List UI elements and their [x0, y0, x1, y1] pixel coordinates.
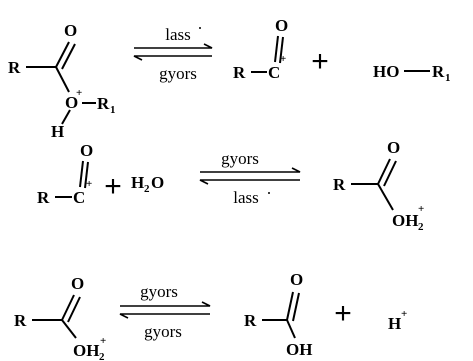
plus-sign: + — [334, 297, 352, 330]
r-group: R — [8, 58, 21, 77]
double-bond — [286, 291, 294, 321]
bond — [61, 109, 71, 125]
hydroxyl: HO — [373, 62, 399, 81]
hydrogen: H — [131, 173, 144, 192]
acylium-ion: R C O + — [37, 141, 93, 207]
r-group: R — [14, 311, 27, 330]
oxygen: O — [80, 141, 93, 160]
protonated-acid: R O OH 2 + — [14, 274, 106, 361]
r-group: R — [244, 311, 257, 330]
h2-subscript: 2 — [144, 183, 150, 195]
forward-arrow — [200, 167, 301, 173]
arrow-label-top: lass — [165, 25, 191, 44]
r-group: R — [233, 63, 246, 82]
carbonyl-oxygen: O — [64, 21, 77, 40]
forward-arrow — [134, 43, 213, 49]
carbon: C — [73, 188, 85, 207]
hydroxyl: OH — [392, 211, 418, 230]
double-bond — [292, 292, 300, 322]
dot-mark — [199, 27, 201, 29]
arrow-label-top: gyors — [140, 282, 178, 301]
carbonyl-oxygen: O — [290, 270, 303, 289]
reaction-1: R O O + R 1 H lass gyors R C — [8, 16, 451, 141]
plus-sign: + — [104, 170, 122, 203]
bond — [286, 319, 296, 339]
h2-subscript: 2 — [418, 221, 424, 233]
double-bond — [279, 36, 284, 64]
positive-charge: + — [418, 203, 424, 215]
h2-subscript: 2 — [99, 351, 105, 361]
arrow-label-top: gyors — [221, 149, 259, 168]
positive-charge: + — [280, 53, 286, 65]
protonated-ester: R O O + R 1 H — [8, 21, 116, 141]
positive-charge: + — [76, 87, 82, 99]
oxygen: O — [151, 173, 164, 192]
oxygen: O — [275, 16, 288, 35]
double-bond — [377, 158, 391, 185]
double-bond — [67, 296, 81, 323]
carbonyl-oxygen: O — [71, 274, 84, 293]
double-bond — [84, 161, 89, 189]
bond — [61, 319, 77, 339]
double-bond — [61, 294, 75, 321]
equilibrium-arrow: lass gyors — [133, 25, 213, 83]
double-bond — [61, 43, 76, 70]
r-group: R — [333, 175, 346, 194]
alcohol: HO R 1 — [373, 62, 451, 84]
bond — [377, 183, 394, 211]
double-bond — [383, 160, 397, 187]
positive-charge: + — [86, 178, 92, 190]
hydrogen: H — [388, 314, 401, 333]
protonated-acid: R O OH 2 + — [333, 138, 424, 233]
double-bond — [79, 160, 84, 188]
arrow-label-bottom: lass — [233, 188, 259, 207]
positive-charge: + — [100, 335, 106, 347]
reaction-3: R O OH 2 + gyors gyors R O OH + — [14, 270, 407, 361]
plus-sign: + — [311, 45, 329, 78]
carbon: C — [268, 63, 280, 82]
hydrogen: H — [51, 122, 64, 141]
double-bond — [274, 35, 279, 63]
arrow-label-bottom: gyors — [144, 322, 182, 341]
carboxylic-acid: R O OH — [244, 270, 312, 359]
r-group: R — [37, 188, 50, 207]
proton: H + — [388, 308, 407, 333]
reverse-arrow — [133, 55, 212, 61]
reaction-2: R C O + + H 2 O gyors lass R — [37, 138, 424, 233]
water: H 2 O — [131, 173, 164, 195]
equilibrium-arrow: gyors gyors — [119, 282, 211, 341]
bond — [55, 66, 70, 93]
carbonyl-oxygen: O — [387, 138, 400, 157]
double-bond — [55, 41, 70, 68]
dot-mark — [268, 192, 270, 194]
oxonium-oxygen: O — [65, 93, 78, 112]
acylium-ion: R C O + — [233, 16, 288, 82]
reverse-arrow — [119, 313, 210, 319]
arrow-label-bottom: gyors — [159, 64, 197, 83]
r1-group: R — [432, 62, 445, 81]
hydroxyl: OH — [286, 340, 312, 359]
hydroxyl: OH — [73, 341, 99, 360]
reverse-arrow — [199, 179, 300, 185]
positive-charge: + — [401, 308, 407, 320]
r1-group: R — [97, 94, 110, 113]
r1-subscript: 1 — [445, 72, 451, 84]
r1-subscript: 1 — [110, 104, 116, 116]
equilibrium-arrow: gyors lass — [199, 149, 301, 207]
forward-arrow — [120, 301, 211, 307]
